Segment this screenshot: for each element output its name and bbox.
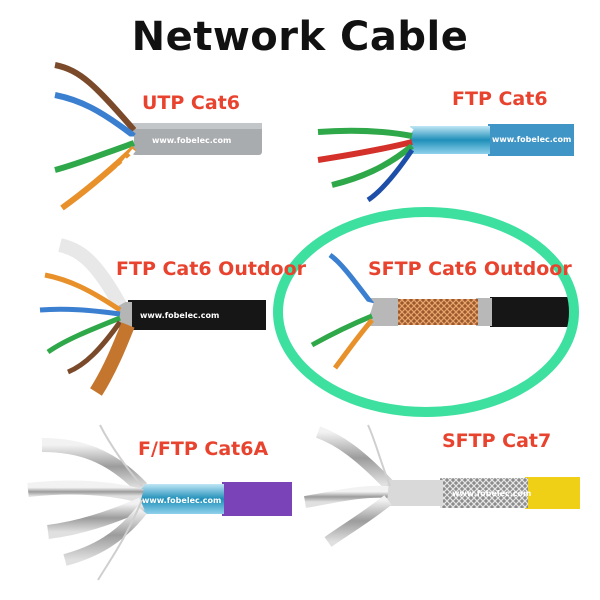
page-title: Network Cable	[131, 14, 469, 60]
cable-sftp-cat7	[304, 424, 580, 547]
copper-braid-shield	[396, 299, 478, 325]
foil-pair	[304, 485, 389, 508]
foil-pair	[315, 426, 393, 489]
watermark: www.fobelec.com	[492, 135, 571, 144]
purple-jacket	[222, 482, 292, 516]
black-jacket	[128, 300, 266, 330]
cable-ftp-cat6-outdoor	[39, 238, 266, 396]
grey-jacket	[132, 123, 262, 155]
cable-label-ftp-cat6-outdoor: FTP Cat6 Outdoor	[116, 258, 306, 280]
foil-pair	[63, 506, 147, 566]
cable-f-ftp-cat6a	[27, 424, 292, 581]
highlight-ring	[273, 207, 579, 417]
cable-label-sftp-cat7: SFTP Cat7	[442, 430, 552, 452]
watermark: www.fobelec.com	[452, 489, 531, 498]
black-jacket	[490, 297, 574, 327]
cable-label-ftp-cat6: FTP Cat6	[452, 88, 548, 110]
foil-pair	[27, 480, 144, 503]
watermark: www.fobelec.com	[142, 496, 221, 505]
cable-label-utp-cat6: UTP Cat6	[142, 92, 240, 114]
foil-wrap	[385, 480, 443, 506]
watermark: www.fobelec.com	[152, 136, 231, 145]
cable-sftp-cat6-outdoor	[304, 252, 574, 370]
foil-pair	[324, 495, 392, 547]
foil-shield	[410, 126, 490, 154]
blue-jacket	[488, 124, 574, 156]
foil-pair	[41, 438, 148, 493]
cable-utp-cat6	[41, 62, 262, 211]
yellow-jacket	[525, 477, 580, 509]
braid-shield	[440, 478, 528, 508]
cable-label-sftp-cat6-outdoor: SFTP Cat6 Outdoor	[368, 258, 572, 280]
cable-label-f-ftp-cat6a: F/FTP Cat6A	[138, 438, 269, 460]
drain-wire-wrap	[90, 322, 135, 396]
drain-wire	[99, 424, 143, 487]
foil-pair	[47, 497, 145, 539]
overall-foil-shield	[140, 484, 224, 514]
drain-wire	[97, 499, 143, 581]
cable-ftp-cat6	[317, 98, 574, 203]
watermark: www.fobelec.com	[140, 311, 219, 320]
